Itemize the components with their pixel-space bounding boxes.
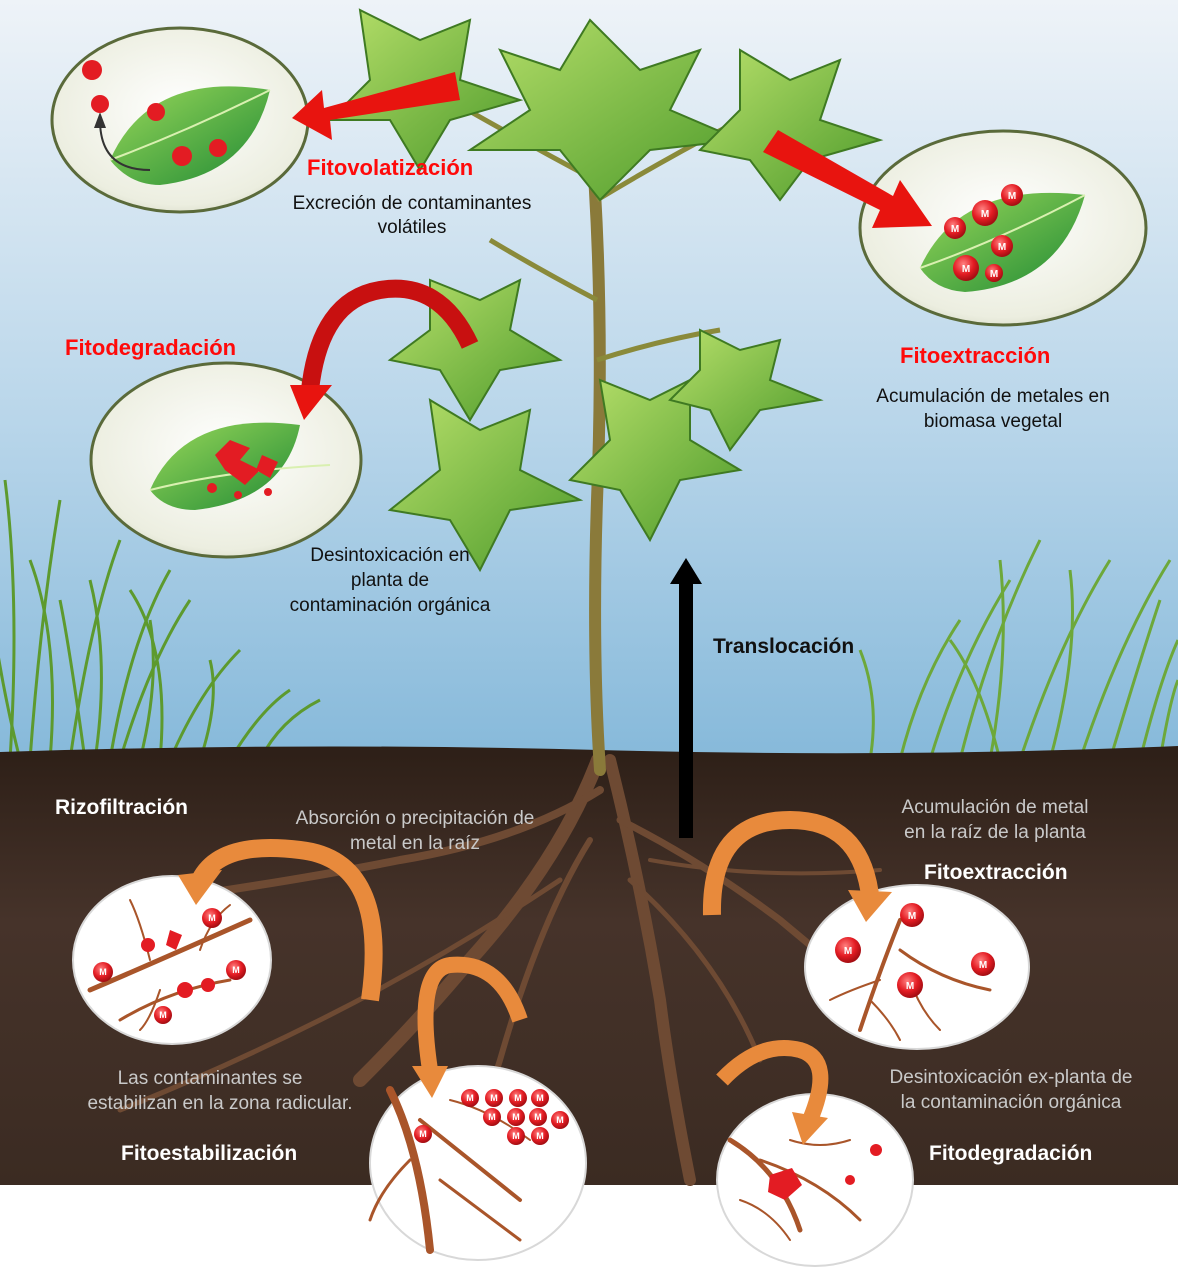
svg-text:M: M	[419, 1129, 427, 1139]
metal-ion: M	[971, 952, 995, 976]
metal-ion: M	[985, 264, 1003, 282]
svg-text:M: M	[536, 1131, 544, 1141]
svg-text:M: M	[556, 1115, 564, 1125]
fitodegradacion-root-desc-line1: Desintoxicación ex-planta de	[856, 1067, 1166, 1090]
fitovolatizacion-bubble	[52, 28, 308, 212]
fitodegradacion-top-desc-line2: planta de	[240, 570, 540, 593]
rizofiltracion-bubble	[73, 876, 271, 1044]
fitovolatizacion-title: Fitovolatización	[307, 155, 473, 181]
svg-text:M: M	[99, 967, 107, 977]
fitodegradacion-top-desc-line1: Desintoxicación en	[240, 545, 540, 568]
fitodegradacion-top-desc-line3: contaminación orgánica	[240, 595, 540, 618]
svg-text:M: M	[232, 965, 240, 975]
svg-text:M: M	[512, 1112, 520, 1122]
metal-ion: M	[991, 235, 1013, 257]
fitovolatizacion-desc-line1: Excreción de contaminantes	[262, 193, 562, 216]
svg-text:M: M	[990, 269, 998, 280]
metal-ion: M	[529, 1108, 547, 1126]
fitovolatizacion-desc-line2: volátiles	[262, 217, 562, 240]
fitoextraccion-root-desc-line1: Acumulación de metal	[855, 797, 1135, 820]
metal-ion: M	[835, 937, 861, 963]
metal-ion: M	[531, 1089, 549, 1107]
fitodegradacion-root-desc-line2: la contaminación orgánica	[856, 1092, 1166, 1115]
svg-text:M: M	[1008, 191, 1016, 202]
fitoestabilizacion-desc-line1: Las contaminantes se	[60, 1068, 360, 1091]
contaminant-dot	[91, 95, 109, 113]
metal-ion: M	[507, 1108, 525, 1126]
contaminant-dot	[209, 139, 227, 157]
metal-ion: M	[414, 1125, 432, 1143]
metal-ion: M	[507, 1127, 525, 1145]
metal-ion: M	[485, 1089, 503, 1107]
svg-text:M: M	[534, 1112, 542, 1122]
svg-text:M: M	[490, 1093, 498, 1103]
metal-ion: M	[953, 255, 979, 281]
contaminant-dot	[147, 103, 165, 121]
rizofiltracion-title: Rizofiltración	[55, 795, 188, 820]
rizofiltracion-desc-line2: metal en la raíz	[250, 833, 580, 856]
fitodegradacion-top-title: Fitodegradación	[65, 335, 236, 361]
fitoextraccion-top-desc-line1: Acumulación de metales en	[843, 386, 1143, 409]
svg-text:M: M	[208, 913, 216, 923]
rizofiltracion-desc-line1: Absorción o precipitación de	[250, 808, 580, 831]
metal-ion: M	[509, 1089, 527, 1107]
svg-text:M: M	[512, 1131, 520, 1141]
fitoextraccion-root-title: Fitoextracción	[924, 860, 1068, 885]
fitodegradacion-root-title: Fitodegradación	[929, 1141, 1092, 1166]
fitoestabilizacion-title: Fitoestabilización	[121, 1141, 297, 1166]
contaminant-dot	[82, 60, 102, 80]
metal-ion: M	[202, 908, 222, 928]
svg-text:M: M	[844, 946, 852, 957]
metal-ion: M	[483, 1108, 501, 1126]
fitoextraccion-top-desc-line2: biomasa vegetal	[843, 411, 1143, 434]
translocacion-title: Translocación	[713, 634, 854, 659]
metal-ion: M	[93, 962, 113, 982]
metal-ion: M	[551, 1111, 569, 1129]
svg-text:M: M	[962, 264, 970, 275]
svg-text:M: M	[998, 242, 1006, 253]
fitoextraccion-root-desc-line2: en la raíz de la planta	[855, 822, 1135, 845]
metal-ion: M	[154, 1006, 172, 1024]
svg-text:M: M	[951, 224, 959, 235]
metal-ion: M	[944, 217, 966, 239]
metal-ion: M	[972, 200, 998, 226]
fitoextraccion-bubble	[860, 131, 1146, 325]
svg-text:M: M	[979, 960, 987, 971]
svg-text:M: M	[466, 1093, 474, 1103]
metal-ion: M	[1001, 184, 1023, 206]
metal-ion: M	[900, 903, 924, 927]
svg-text:M: M	[159, 1010, 167, 1020]
svg-text:M: M	[906, 981, 914, 992]
svg-text:M: M	[514, 1093, 522, 1103]
metal-ion: M	[226, 960, 246, 980]
svg-text:M: M	[536, 1093, 544, 1103]
metal-ion: M	[897, 972, 923, 998]
svg-text:M: M	[981, 209, 989, 220]
fitoestabilizacion-desc-line2: estabilizan en la zona radicular.	[60, 1093, 380, 1116]
svg-text:M: M	[488, 1112, 496, 1122]
fitoextraccion-top-title: Fitoextracción	[900, 343, 1050, 369]
contaminant-dot	[172, 146, 192, 166]
metal-ion: M	[531, 1127, 549, 1145]
svg-text:M: M	[908, 911, 916, 922]
metal-ion: M	[461, 1089, 479, 1107]
